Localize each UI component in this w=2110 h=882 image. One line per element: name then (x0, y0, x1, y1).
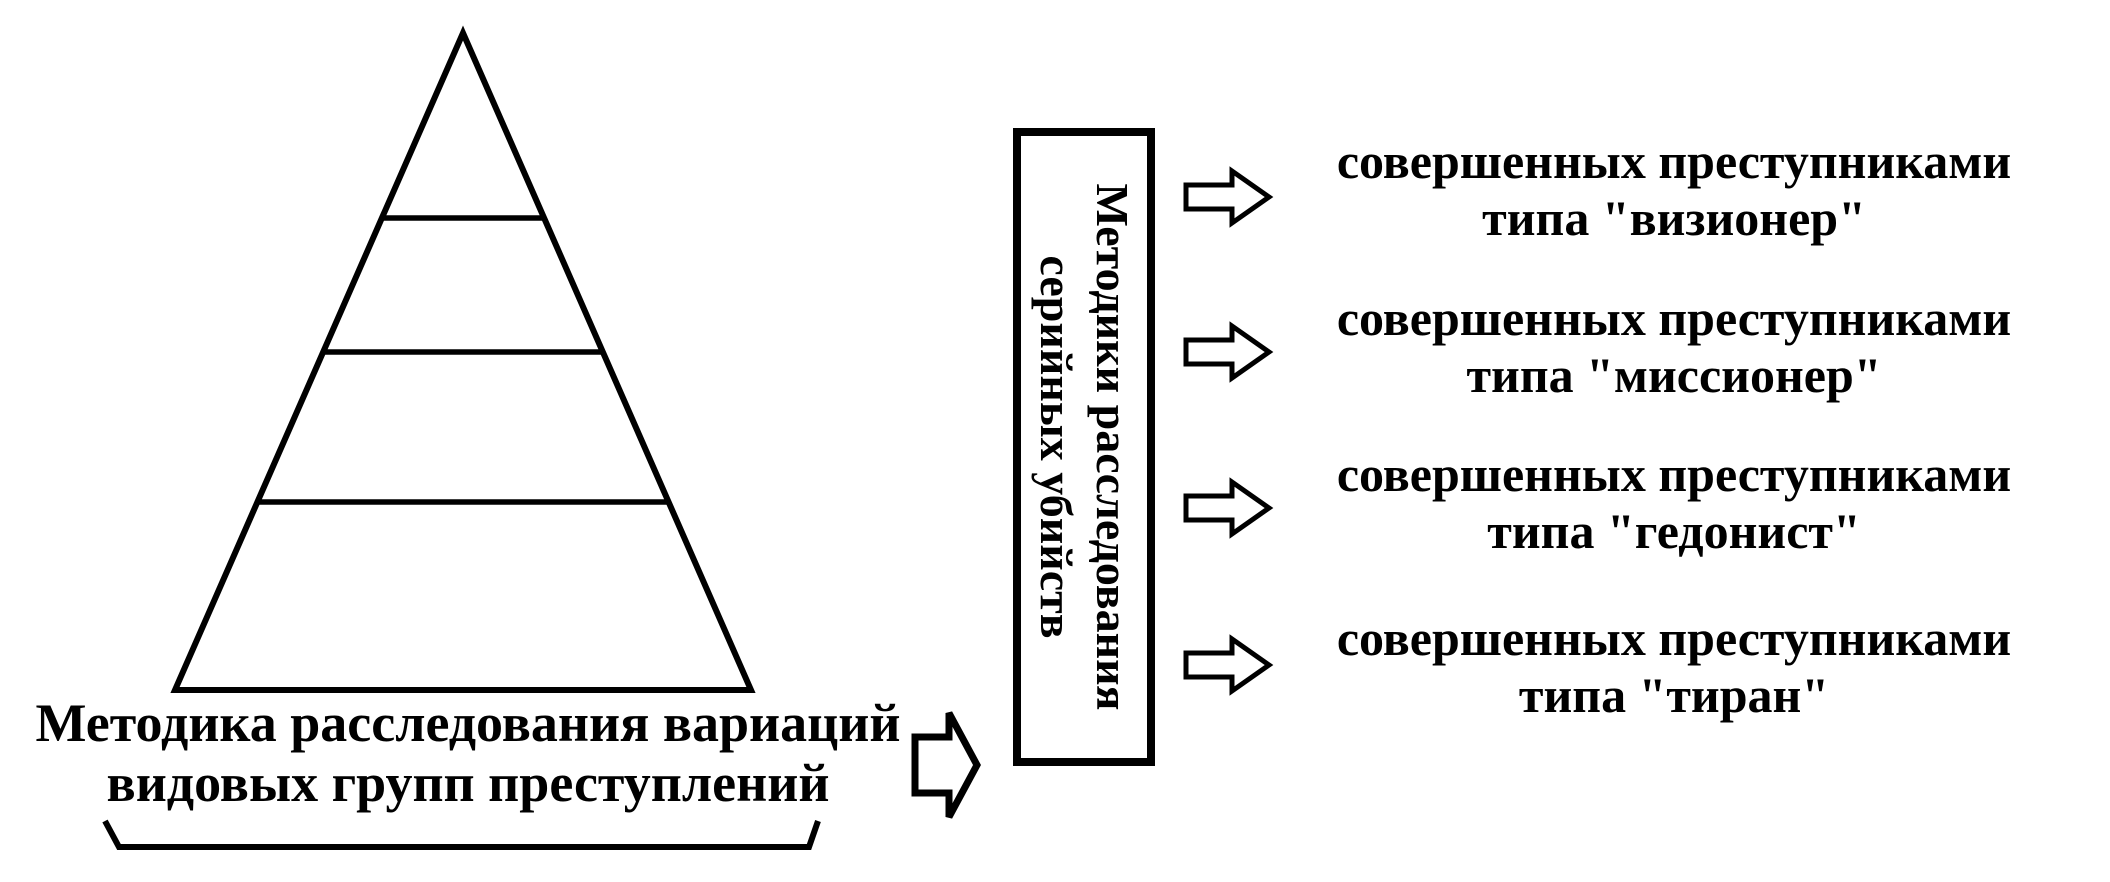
caption-underline-bracket (102, 819, 821, 850)
pyramid-caption-line-2: видовых групп преступлений (106, 753, 830, 813)
outcome-item-visioner: совершенных преступниками типа "визионер… (1300, 133, 2048, 247)
arrow-right-icon-3 (1183, 477, 1274, 539)
methods-box-label-line-1: Методики расследования (1087, 183, 1138, 711)
outcome-line-1: совершенных преступниками (1336, 133, 2012, 189)
outcome-item-gedonist: совершенных преступниками типа "гедонист… (1300, 446, 2048, 560)
pyramid-caption: Методика расследования вариаций видовых … (26, 693, 910, 813)
outcome-item-missioner: совершенных преступниками типа "миссионе… (1300, 290, 2048, 404)
pyramid-shape (170, 25, 756, 693)
outcome-line-2: типа "визионер" (1482, 190, 1866, 246)
outcome-line-1: совершенных преступниками (1336, 446, 2012, 502)
outcome-item-tiran: совершенных преступниками типа "тиран" (1300, 610, 2048, 724)
arrow-right-icon-1 (1183, 166, 1274, 228)
arrow-right-icon-4 (1183, 634, 1274, 696)
methods-box-label-line-2: серийных убийств (1031, 255, 1082, 639)
outcome-line-2: типа "миссионер" (1466, 347, 1882, 403)
outcome-line-1: совершенных преступниками (1336, 290, 2012, 346)
flow-arrow-right-icon (911, 711, 981, 819)
arrow-right-icon-2 (1183, 321, 1274, 383)
outcome-line-2: типа "гедонист" (1487, 503, 1861, 559)
outcome-line-2: типа "тиран" (1518, 667, 1830, 723)
outcome-line-1: совершенных преступниками (1336, 610, 2012, 666)
pyramid-caption-line-1: Методика расследования вариаций (35, 693, 901, 753)
methods-box (1013, 128, 1155, 766)
methods-box-label: Методики расследования серийных убийств (1028, 137, 1140, 757)
